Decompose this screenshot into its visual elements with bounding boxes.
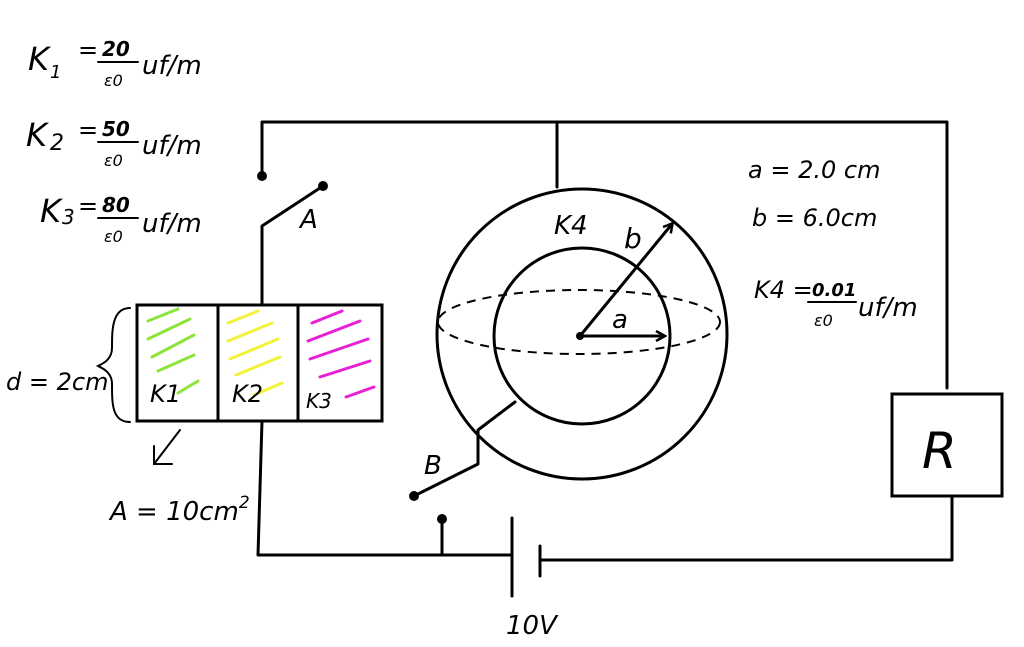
hatch-stroke: [146, 307, 180, 323]
radius-a-label: a: [612, 305, 628, 335]
hatch-stroke: [226, 309, 260, 325]
k1-denominator: ε0: [104, 71, 123, 90]
hatch-stroke: [146, 317, 192, 341]
resistor-box: [890, 392, 1004, 498]
separation-brace: [95, 307, 131, 423]
k3-value: 80: [102, 193, 130, 217]
k3-symbol: K: [40, 192, 64, 230]
k2-value: 50: [102, 117, 130, 141]
k1-unit: uf/m: [142, 51, 202, 81]
k3-denominator: ε0: [104, 227, 123, 246]
equator-ellipse: [437, 289, 721, 355]
k4-unit: uf/m: [858, 293, 918, 323]
k4-prefix: K4 =: [754, 276, 813, 304]
switch-b-label: B: [424, 451, 442, 481]
hatch-stroke: [252, 381, 284, 397]
hatch-stroke: [306, 319, 362, 343]
hatch-stroke: [228, 337, 280, 361]
k1-hatching: [146, 307, 200, 395]
hatch-stroke: [156, 353, 196, 373]
area-label: A = 10cm2: [108, 493, 250, 527]
separation-label: d = 2cm: [6, 368, 108, 396]
k2-symbol: K: [26, 116, 50, 154]
hatch-stroke: [150, 333, 196, 359]
k2-equals: =: [78, 116, 98, 144]
k2-equation: K 2 = 50 ε0 uf/m: [26, 116, 202, 170]
k1-symbol: K: [28, 40, 52, 78]
k2-subscript: 2: [50, 131, 64, 156]
capacitor-body: [135, 303, 384, 423]
k1-region-label: K1: [150, 380, 181, 408]
k2-unit: uf/m: [142, 131, 202, 161]
k1-equals: =: [78, 36, 98, 64]
switch-a-label: A: [298, 205, 318, 235]
switch-b-blade: [412, 400, 517, 498]
k3-equals: =: [78, 192, 98, 220]
k1-equation: K 1 = 20 ε0 uf/m: [28, 36, 202, 90]
param-b: b = 6.0cm: [752, 204, 877, 232]
k4-value: 0.01: [812, 280, 856, 301]
k1-subscript: 1: [50, 62, 61, 83]
k4-region-label: K4: [554, 211, 588, 241]
hatch-stroke: [176, 379, 200, 395]
bottom-right-wire: [538, 496, 954, 562]
k3-region-label: K3: [306, 389, 332, 413]
k4-equation: K4 = 0.01 ε0 uf/m: [754, 276, 918, 330]
hatch-stroke: [308, 337, 370, 361]
param-a: a = 2.0 cm: [748, 156, 880, 184]
k3-subscript: 3: [62, 205, 75, 229]
k3-hatching: [306, 309, 376, 399]
switch-a-blade: [260, 184, 325, 307]
k1-value: 20: [102, 37, 130, 61]
resistor-label: R: [922, 422, 957, 480]
top-wire: [260, 120, 949, 390]
spherical-capacitor: K4 b a: [435, 187, 729, 481]
area-pointer-arrow: [153, 429, 181, 465]
k3-equation: K 3 = 80 ε0 uf/m: [40, 192, 202, 246]
hatch-stroke: [226, 321, 274, 343]
k2-region-label: K2: [232, 380, 263, 408]
hatch-stroke: [310, 309, 344, 325]
k2-denominator: ε0: [104, 151, 123, 170]
switch-a-terminal: [257, 171, 267, 181]
outer-sphere: [435, 187, 729, 481]
k4-denominator: ε0: [814, 311, 833, 330]
k2-hatching: [226, 309, 284, 397]
bottom-left-wire: [256, 419, 512, 557]
inner-sphere: [492, 246, 672, 426]
hatch-stroke: [318, 359, 372, 379]
hatch-stroke: [234, 355, 282, 377]
battery-label: 10V: [506, 611, 559, 641]
parallel-plate-capacitor: K1 K2 K3: [135, 303, 384, 423]
radius-b-arrow: [578, 224, 672, 338]
hatch-stroke: [344, 385, 376, 399]
radius-b-label: b: [624, 222, 642, 255]
k3-unit: uf/m: [142, 209, 202, 239]
